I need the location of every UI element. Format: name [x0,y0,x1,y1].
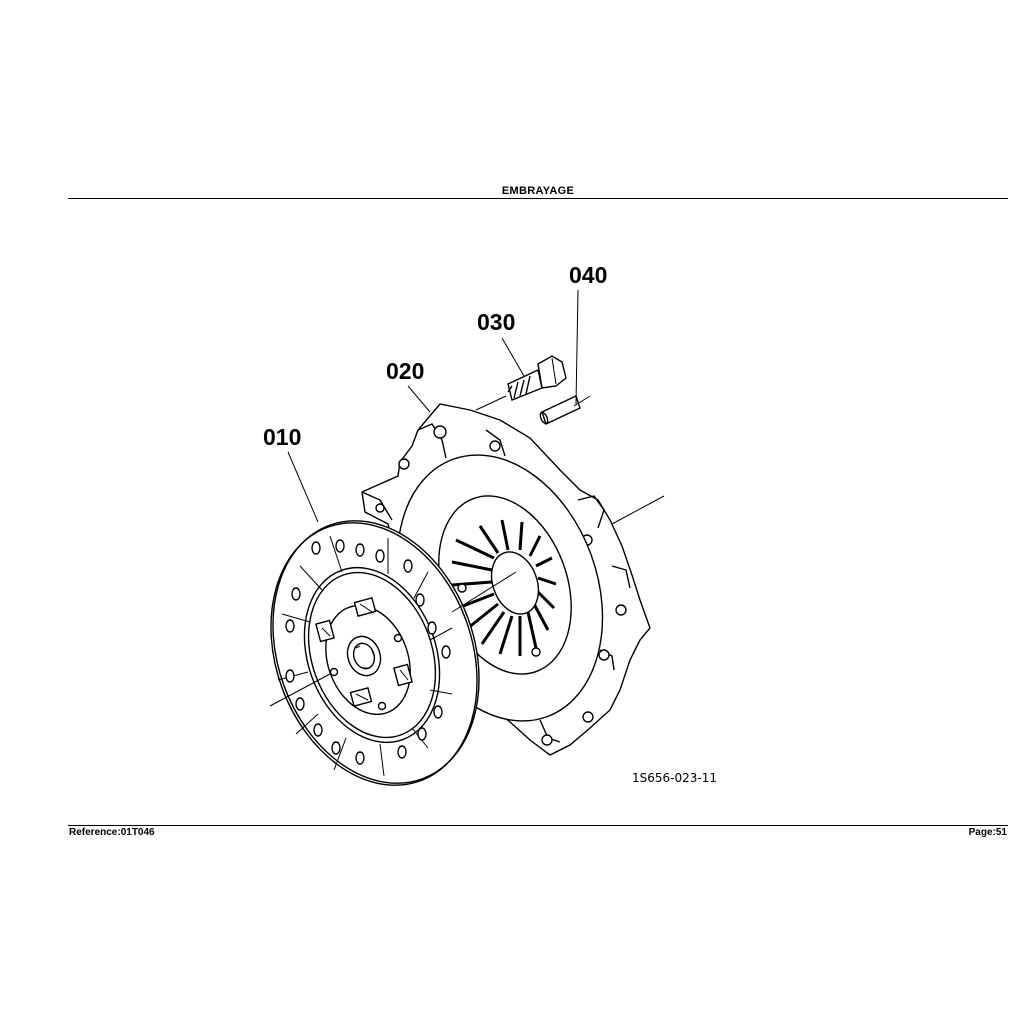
page-number: Page:51 [968,827,1007,838]
friction-lining-segments [277,535,453,777]
page-title: EMBRAYAGE [501,185,575,197]
drawing-number: 1S656-023-11 [632,771,717,785]
footer-divider [68,825,1008,826]
callout-040: 040 [569,262,607,288]
reference-label: Reference:01T046 [69,827,155,838]
callout-020: 020 [386,358,424,384]
pin [539,395,581,425]
leader-lines [269,289,665,707]
bolt [507,355,567,401]
diaphragm-spring-fingers [451,519,557,656]
lining-rivets [285,539,451,765]
header-divider [68,198,1008,199]
callout-030: 030 [477,309,515,335]
callout-010: 010 [263,424,301,450]
damper-springs [315,597,413,707]
clutch-disc [270,520,480,786]
